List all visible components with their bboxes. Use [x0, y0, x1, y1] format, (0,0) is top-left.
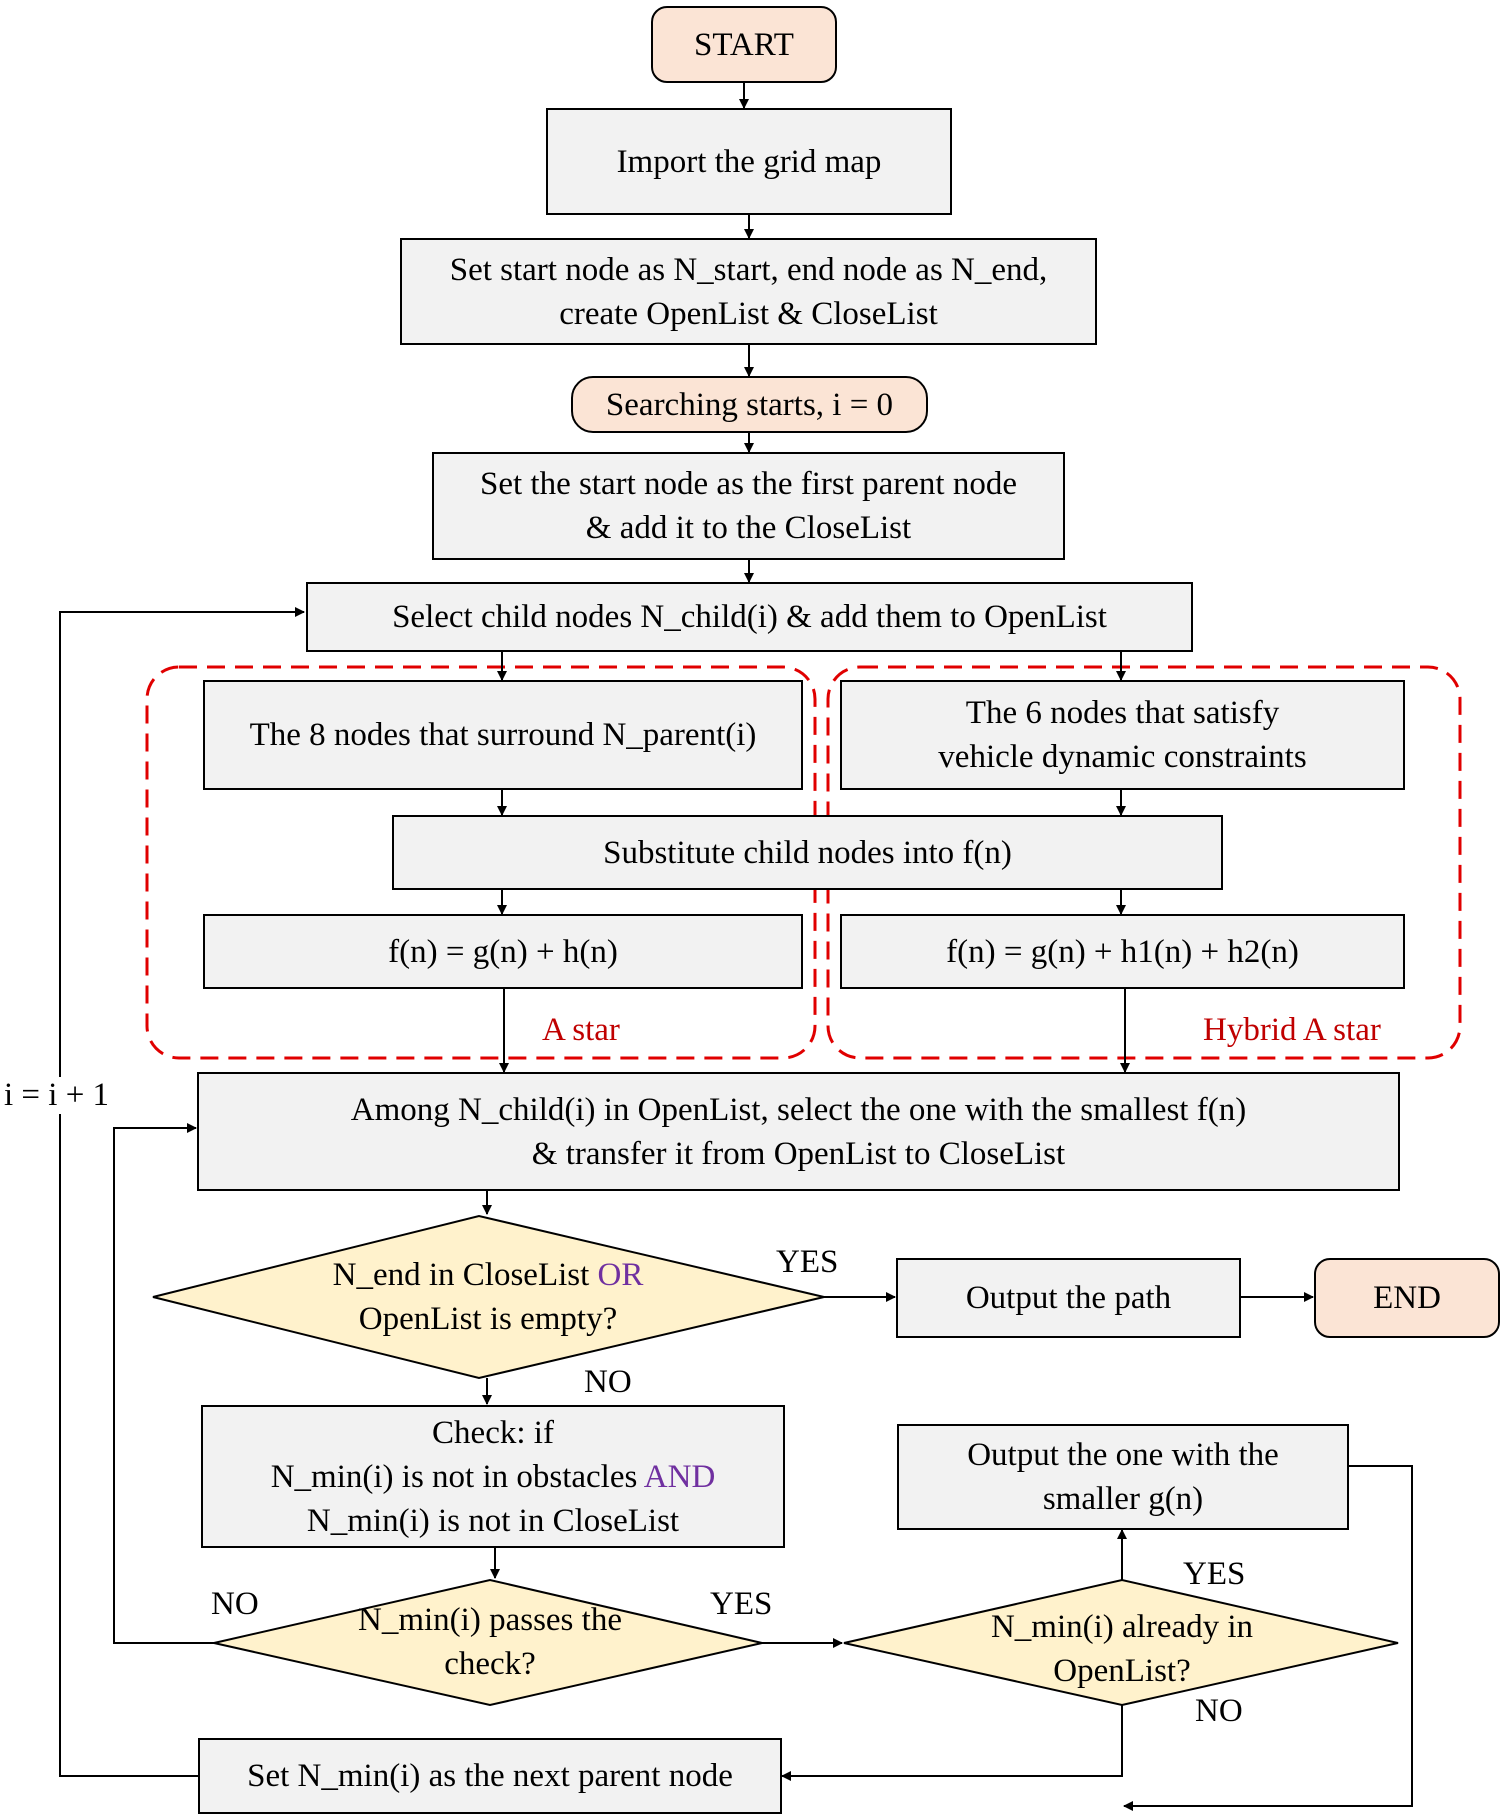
select-child-label: Select child nodes N_child(i) & add them…	[392, 599, 1107, 635]
set-nodes-box: Set start node as N_start, end node as N…	[400, 238, 1097, 345]
set-nodes-line2: create OpenList & CloseList	[559, 295, 938, 332]
yes-label-passes: YES	[710, 1586, 773, 1622]
import-map-label: Import the grid map	[616, 143, 882, 180]
start-terminal: START	[651, 6, 837, 83]
eight-nodes-box: The 8 nodes that surround N_parent(i)	[203, 680, 803, 790]
no-label-already: NO	[1195, 1693, 1243, 1729]
no-label-passes: NO	[211, 1586, 259, 1622]
set-nodes-line1: Set start node as N_start, end node as N…	[449, 251, 1048, 288]
start-label: START	[694, 26, 794, 63]
first-parent-box: Set the start node as the first parent n…	[432, 452, 1065, 560]
six-nodes-box: The 6 nodes that satisfy vehicle dynamic…	[840, 680, 1405, 790]
output-path-label: Output the path	[965, 1280, 1172, 1316]
decision-end-line1: N_end in CloseList OR	[333, 1253, 644, 1297]
eight-nodes-label: The 8 nodes that surround N_parent(i)	[249, 717, 757, 753]
f-astar-box: f(n) = g(n) + h(n)	[203, 914, 803, 989]
check-line3: N_min(i) is not in CloseList	[306, 1502, 680, 1539]
decision-end-line2: OpenList is empty?	[358, 1301, 618, 1337]
end-label: END	[1373, 1280, 1441, 1316]
f-hybrid-box: f(n) = g(n) + h1(n) + h2(n)	[840, 914, 1405, 989]
hybrid-group-label: Hybrid A star	[1203, 1012, 1381, 1048]
decision-end-text: N_end in CloseList OR OpenList is empty?	[238, 1250, 738, 1344]
output-path-box: Output the path	[896, 1258, 1241, 1338]
six-nodes-line2: vehicle dynamic constraints	[938, 739, 1307, 775]
next-parent-label: Set N_min(i) as the next parent node	[247, 1758, 733, 1794]
decision-already-diamond	[843, 1578, 1399, 1707]
output-smaller-line1: Output the one with the	[967, 1437, 1279, 1473]
loop-output-smaller	[1123, 1465, 1413, 1811]
yes-label-end: YES	[776, 1244, 839, 1280]
first-parent-line1: Set the start node as the first parent n…	[479, 466, 1017, 502]
next-parent-box: Set N_min(i) as the next parent node	[198, 1738, 782, 1814]
yes-label-already: YES	[1183, 1556, 1246, 1592]
and-keyword: AND	[643, 1458, 716, 1495]
decision-end-part1: N_end in CloseList	[332, 1257, 598, 1293]
f-hybrid-label: f(n) = g(n) + h1(n) + h2(n)	[946, 933, 1299, 970]
end-terminal: END	[1314, 1258, 1500, 1338]
check-line1: Check: if	[432, 1414, 554, 1451]
select-child-box: Select child nodes N_child(i) & add them…	[306, 582, 1193, 652]
decision-passes-text: N_min(i) passes the check?	[290, 1595, 690, 1689]
output-smaller-box: Output the one with the smaller g(n)	[897, 1424, 1349, 1530]
check-box: Check: if N_min(i) is not in obstacles A…	[201, 1405, 785, 1548]
already-line1: N_min(i) already in	[990, 1609, 1254, 1645]
searching-terminal: Searching starts, i = 0	[571, 376, 928, 433]
or-keyword: OR	[597, 1257, 644, 1293]
already-line2: OpenList?	[1053, 1653, 1191, 1689]
among-line1: Among N_child(i) in OpenList, select the…	[350, 1091, 1247, 1128]
searching-label: Searching starts, i = 0	[605, 386, 894, 423]
import-map-box: Import the grid map	[546, 108, 952, 215]
passes-line1: N_min(i) passes the	[358, 1602, 622, 1638]
check-line2: N_min(i) is not in obstacles AND	[271, 1455, 716, 1499]
among-select-box: Among N_child(i) in OpenList, select the…	[197, 1072, 1400, 1191]
loop-increment	[59, 607, 305, 1777]
passes-line2: check?	[444, 1646, 536, 1682]
astar-group-label: A star	[542, 1012, 620, 1048]
substitute-label: Substitute child nodes into f(n)	[603, 834, 1012, 871]
among-line2: & transfer it from OpenList to CloseList	[531, 1135, 1066, 1172]
six-nodes-line1: The 6 nodes that satisfy	[965, 695, 1280, 731]
no-label-end: NO	[584, 1364, 632, 1400]
first-parent-line2: & add it to the CloseList	[585, 510, 912, 546]
output-smaller-line2: smaller g(n)	[1042, 1481, 1204, 1517]
f-astar-label: f(n) = g(n) + h(n)	[388, 933, 618, 970]
loop-already-no	[781, 1705, 1123, 1781]
increment-label: i = i + 1	[4, 1077, 110, 1114]
substitute-box: Substitute child nodes into f(n)	[392, 815, 1223, 890]
decision-already-text: N_min(i) already in OpenList?	[922, 1602, 1322, 1696]
check-line2-text: N_min(i) is not in obstacles	[270, 1458, 644, 1495]
loop-passes-no	[113, 1123, 214, 1644]
